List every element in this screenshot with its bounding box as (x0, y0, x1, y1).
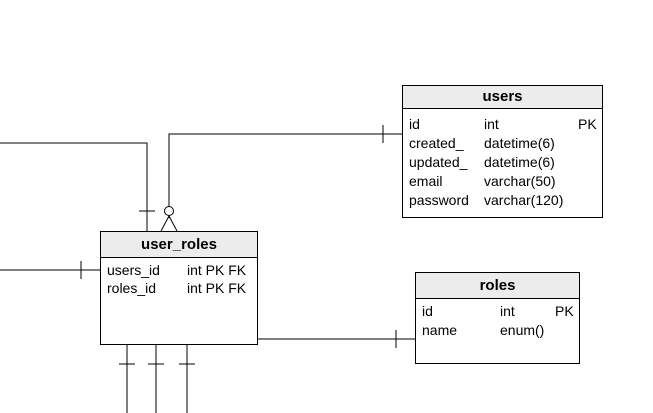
column-type: int PK FK (187, 280, 247, 296)
users-row-password: password varchar(120) (403, 191, 602, 210)
column-name: users_id (107, 262, 160, 278)
roles-table-title: roles (416, 273, 579, 299)
column-name: id (409, 116, 420, 132)
column-name: email (409, 173, 443, 189)
user-roles-table[interactable]: user_roles users_id int PK FK roles_id i… (100, 231, 258, 345)
column-name: password (409, 192, 469, 208)
user-roles-table-title: user_roles (101, 232, 257, 258)
users-table[interactable]: users id int PK created_ datetime(6) upd… (402, 85, 603, 218)
column-type: datetime(6) (484, 135, 555, 151)
column-name: updated_ (409, 154, 468, 170)
column-type: varchar(50) (484, 173, 556, 189)
roles-table[interactable]: roles id int PK name enum() (415, 272, 580, 364)
users-row-id: id int PK (403, 115, 602, 134)
column-type: int (500, 303, 515, 319)
column-type: enum() (500, 322, 545, 338)
column-name: id (422, 303, 433, 319)
users-row-updated: updated_ datetime(6) (403, 153, 602, 172)
column-type: datetime(6) (484, 154, 555, 170)
users-row-email: email varchar(50) (403, 172, 602, 191)
column-type: int (484, 116, 499, 132)
user-roles-zero-marker (164, 206, 174, 216)
users-relationship-line (168, 133, 402, 218)
column-name: created_ (409, 135, 464, 151)
column-key: PK (578, 116, 597, 132)
user-roles-many-marker-right (168, 215, 178, 232)
users-table-title: users (403, 86, 602, 109)
column-key: PK (555, 303, 574, 319)
user-roles-row-roles-id: roles_id int PK FK (101, 279, 257, 298)
column-name: roles_id (107, 280, 157, 296)
column-type: varchar(120) (484, 192, 564, 208)
roles-row-name: name enum() (416, 321, 579, 340)
user-roles-many-marker-left (160, 215, 170, 232)
user-roles-row-users-id: users_id int PK FK (101, 261, 257, 280)
offscreen-relationship-line-top (0, 142, 148, 231)
column-name: name (422, 322, 458, 338)
roles-row-id: id int PK (416, 302, 579, 321)
column-type: int PK FK (187, 262, 247, 278)
users-row-created: created_ datetime(6) (403, 134, 602, 153)
